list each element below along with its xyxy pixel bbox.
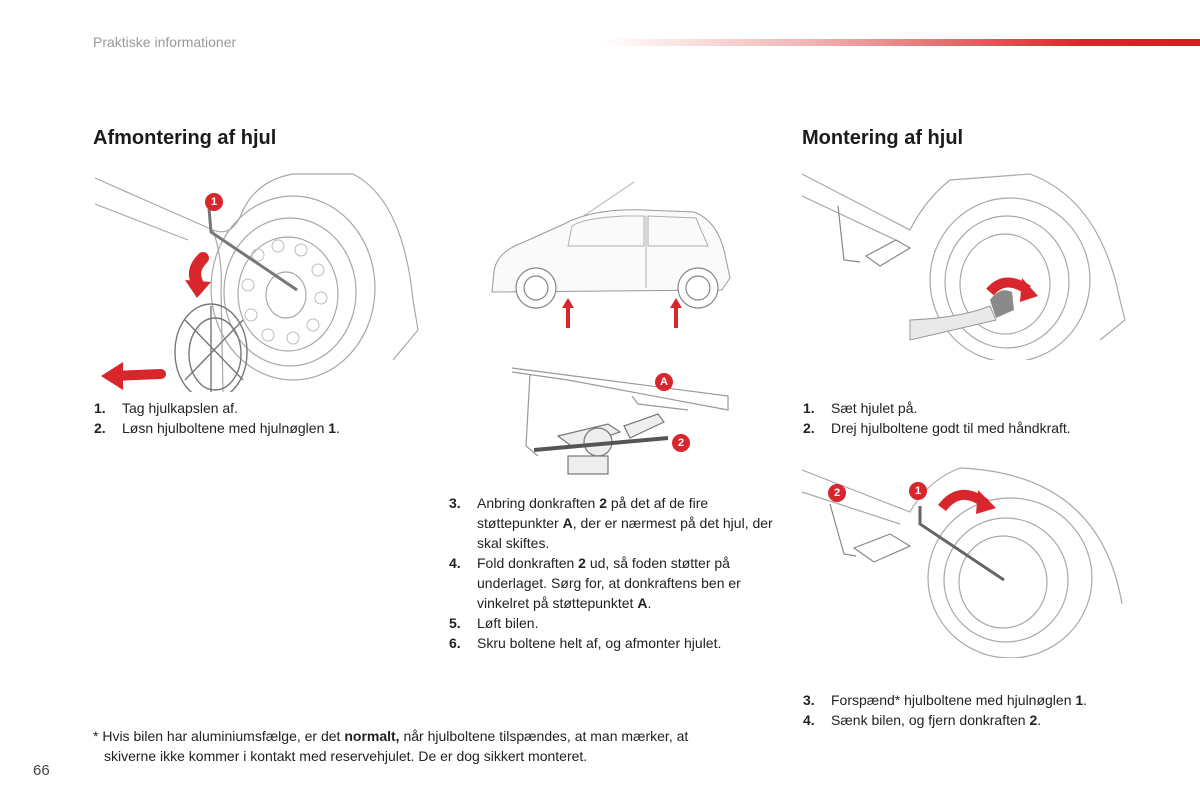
right-section-title: Montering af hjul <box>802 127 964 149</box>
step-text: . <box>336 420 340 436</box>
footnote-text: skiverne ikke kommer i kontakt med reser… <box>104 748 588 764</box>
step-item: 6. Skru boltene helt af, og afmonter hjul… <box>449 633 774 653</box>
step-number: 2. <box>803 420 815 436</box>
section-label: Praktiske informationer <box>93 34 237 50</box>
step-text: . <box>1083 692 1088 708</box>
step-text: Anbring donkraften <box>477 495 600 511</box>
step-item: 2. Drej hjulboltene godt til med håndkraf… <box>803 418 1143 438</box>
step-item: 3. Forspænd* hjulboltene med hjulnøglen 1… <box>803 690 1163 710</box>
step-number: 3. <box>449 495 461 511</box>
wheel-removal-illustration <box>94 173 419 392</box>
step-text: . <box>647 595 652 611</box>
wheel-tightening-illustration <box>801 467 1123 658</box>
step-number: 2. <box>94 420 106 436</box>
step-ref: 1 <box>1075 692 1084 708</box>
callout-a: A <box>655 373 673 391</box>
step-number: 4. <box>449 555 461 571</box>
footnote-text: når hjulboltene tilspændes, at man mærke… <box>399 728 689 744</box>
step-text: Løsn hjulboltene med hjulnøglen <box>122 420 329 436</box>
step-number: 3. <box>803 692 815 708</box>
right-steps-list-bottom: 3. Forspænd* hjulboltene med hjulnøglen 1… <box>803 690 1163 730</box>
step-text: , der er nærmest på det hjul, der skal s… <box>477 515 773 551</box>
left-steps-list: 1. Tag hjulkapslen af. 2. Løsn hjulboltene… <box>94 398 424 438</box>
middle-steps-list: 3. Anbring donkraften 2 på det af de fire… <box>449 493 774 653</box>
step-item: 3. Anbring donkraften 2 på det af de fire… <box>449 493 774 553</box>
footnote-emphasis: normalt, <box>344 728 400 744</box>
page-number: 66 <box>33 762 50 779</box>
callout-1-right: 1 <box>909 482 927 500</box>
step-item: 4. Fold donkraften 2 ud, så foden støtter… <box>449 553 774 613</box>
step-item: 1. Sæt hjulet på. <box>803 398 1143 418</box>
car-jack-points-illustration <box>491 181 731 328</box>
step-text: . <box>1037 712 1042 728</box>
step-number: 1. <box>94 400 106 416</box>
footnote-text: * Hvis bilen har aluminiumsfælge, er det <box>93 728 345 744</box>
step-text: Sæt hjulet på. <box>831 400 918 416</box>
right-steps-list-top: 1. Sæt hjulet på. 2. Drej hjulboltene godt… <box>803 398 1143 438</box>
step-item: 4. Sænk bilen, og fjern donkraften 2. <box>803 710 1163 730</box>
jack-detail-illustration <box>511 367 729 475</box>
step-text: på det af de fire støttepunkter <box>477 495 709 531</box>
callout-2-right: 2 <box>828 484 846 502</box>
step-number: 4. <box>803 712 815 728</box>
footnote: * Hvis bilen har aluminiumsfælge, er det… <box>93 726 773 766</box>
step-text: Drej hjulboltene godt til med håndkraft. <box>831 420 1071 436</box>
step-text: Fold donkraften <box>477 555 579 571</box>
callout-1-left: 1 <box>205 193 223 211</box>
step-text: Løft bilen. <box>477 615 539 631</box>
header-accent-bar <box>600 39 1200 46</box>
step-ref: 2 <box>578 555 586 571</box>
step-text: Tag hjulkapslen af. <box>122 400 238 416</box>
step-number: 1. <box>803 400 815 416</box>
step-ref: A <box>562 515 573 531</box>
step-text: Forspænd* hjulboltene med hjulnøglen <box>831 692 1076 708</box>
step-ref: 2 <box>1029 712 1038 728</box>
step-text: Skru boltene helt af, og afmonter hjulet… <box>477 635 722 651</box>
step-number: 6. <box>449 635 461 651</box>
step-item: 2. Løsn hjulboltene med hjulnøglen 1. <box>94 418 424 438</box>
step-text: ud, så foden støtter på underlaget. Sørg… <box>477 555 741 611</box>
left-section-title: Afmontering af hjul <box>93 127 277 149</box>
step-ref: A <box>637 595 648 611</box>
step-number: 5. <box>449 615 461 631</box>
wheel-mounting-hand-illustration <box>801 173 1126 360</box>
callout-2-jack: 2 <box>672 434 690 452</box>
step-ref: 2 <box>599 495 607 511</box>
step-text: Sænk bilen, og fjern donkraften <box>831 712 1030 728</box>
step-item: 5. Løft bilen. <box>449 613 774 633</box>
step-item: 1. Tag hjulkapslen af. <box>94 398 424 418</box>
step-ref: 1 <box>328 420 337 436</box>
